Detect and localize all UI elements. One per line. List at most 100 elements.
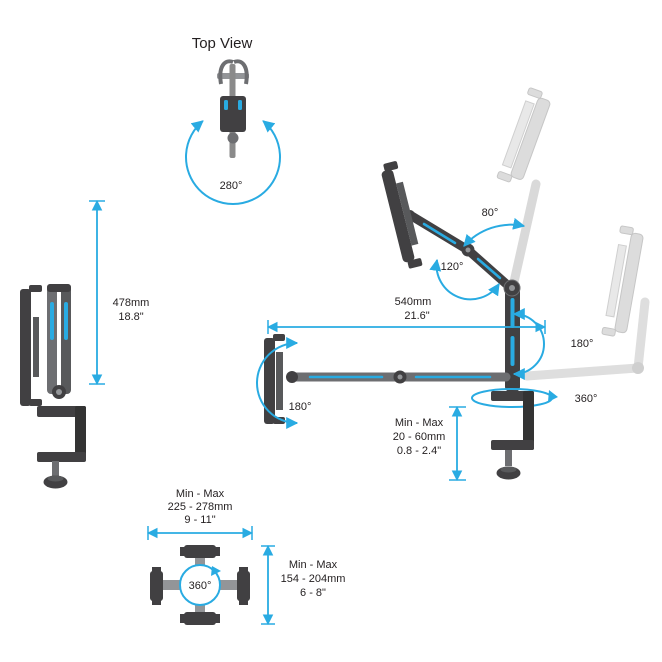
rotation-circle-360 [179, 564, 221, 606]
bracket-tab [214, 547, 220, 556]
clamp-screw [505, 450, 512, 466]
arm-top-link [47, 284, 71, 292]
top-view-title: Top View [192, 35, 253, 52]
angle-arc-180-head [256, 337, 299, 429]
bottom-rotation-label: 360° [189, 580, 212, 592]
pivot-center [56, 389, 62, 395]
hook-icon [407, 258, 423, 269]
clamp-range-mm-label: 20 - 60mm [393, 431, 446, 443]
bottom-view-illustration [150, 545, 250, 625]
right-bracket [237, 571, 250, 601]
arm-ghost-positions [496, 87, 650, 381]
ghost-hook-icon [527, 87, 543, 99]
angle-arc-120 [429, 258, 500, 301]
clamp-screw [52, 461, 59, 477]
angle-180-swivel-label: 180° [571, 338, 594, 350]
clamp-bottom-jaw [37, 452, 86, 462]
height-in-label: 18.8" [118, 311, 143, 323]
bracket-tab [180, 614, 186, 623]
tablet-bracket [381, 169, 415, 263]
tablet-holder [381, 161, 423, 269]
elbow-joint-center [465, 247, 471, 253]
tablet-plate [33, 317, 39, 377]
ghost-tablet-right [601, 225, 644, 337]
ghost-horizontal-arm [522, 363, 643, 381]
rotation-280-label: 280° [220, 180, 243, 192]
accent-slot [238, 100, 242, 110]
top-bracket [184, 545, 216, 558]
hook-icon [273, 334, 285, 341]
ghost-hook-icon [601, 326, 616, 337]
angle-120-label: 120° [441, 261, 464, 273]
bracket-tab [214, 614, 220, 623]
angle-360-base-label: 360° [575, 393, 598, 405]
height-mm-label: 478mm [113, 297, 150, 309]
top-view-bracket [220, 96, 246, 132]
ghost-plate [605, 244, 627, 318]
ghost-bracket [510, 97, 551, 180]
depth-in-label: 6 - 8" [300, 587, 326, 599]
accent-slot [476, 257, 502, 280]
angle-arc-180-swivel [512, 308, 545, 380]
hook-icon [273, 417, 285, 424]
ghost-vertical-arm [633, 297, 650, 373]
accent-slot [224, 100, 228, 110]
bracket-tab [152, 599, 161, 605]
ghost-hook-icon [496, 171, 513, 183]
ghost-bracket [614, 232, 644, 334]
width-in-label: 9 - 11" [184, 514, 215, 526]
clamp-minmax-label: Min - Max [395, 417, 444, 429]
hook-icon [383, 161, 399, 172]
post-top-joint-center [509, 285, 515, 291]
bracket-tab [152, 567, 161, 573]
accent-slot [422, 222, 457, 245]
clamp-knob-top [500, 466, 517, 473]
arm-joint [286, 371, 298, 383]
width-minmax-label: Min - Max [176, 488, 225, 500]
tablet-bracket-left [264, 338, 275, 424]
hook-icon [233, 59, 249, 85]
clamp-range-in-label: 0.8 - 2.4" [397, 445, 441, 457]
accent-slot [510, 336, 515, 366]
ghost-hook-icon [619, 225, 634, 236]
bracket-tab [239, 567, 248, 573]
arm-joint-center [397, 374, 403, 380]
bracket-tab [180, 547, 186, 556]
accent-slot [510, 298, 515, 328]
tablet-bracket [20, 289, 31, 406]
side-view-illustration [20, 284, 86, 489]
ghost-tablet-top [496, 87, 551, 183]
bottom-bracket [184, 612, 216, 625]
angle-80-label: 80° [482, 207, 499, 219]
ghost-plate [501, 100, 535, 169]
reach-in-label: 21.6" [404, 310, 429, 322]
bracket-tab [239, 599, 248, 605]
clamp-back [75, 406, 86, 461]
top-view-knob [227, 132, 239, 144]
clamp-bottom-jaw [491, 440, 534, 450]
desk-clamp-illustration [491, 391, 534, 480]
hook-icon [29, 399, 42, 406]
tablet-plate [396, 181, 419, 246]
accent-slot [50, 302, 54, 340]
hook-icon [29, 285, 42, 292]
rotation-arrow-icon [211, 566, 221, 576]
clamp-back [523, 391, 534, 450]
hook-icon [218, 59, 234, 85]
reach-mm-label: 540mm [395, 296, 432, 308]
depth-mm-label: 154 - 204mm [281, 573, 346, 585]
arm-illustration [264, 161, 521, 424]
left-bracket [150, 571, 163, 601]
rotation-arc-280 [185, 120, 281, 205]
width-mm-label: 225 - 278mm [168, 501, 233, 513]
accent-slot [64, 302, 68, 340]
ghost-joint [632, 362, 644, 374]
depth-minmax-label: Min - Max [289, 559, 338, 571]
clamp-top-jaw [37, 406, 86, 417]
ghost-upper-arm [509, 179, 541, 287]
rotation-arrow-icon [548, 390, 558, 402]
tablet-plate [276, 352, 283, 410]
angle-arc-80 [463, 217, 526, 247]
